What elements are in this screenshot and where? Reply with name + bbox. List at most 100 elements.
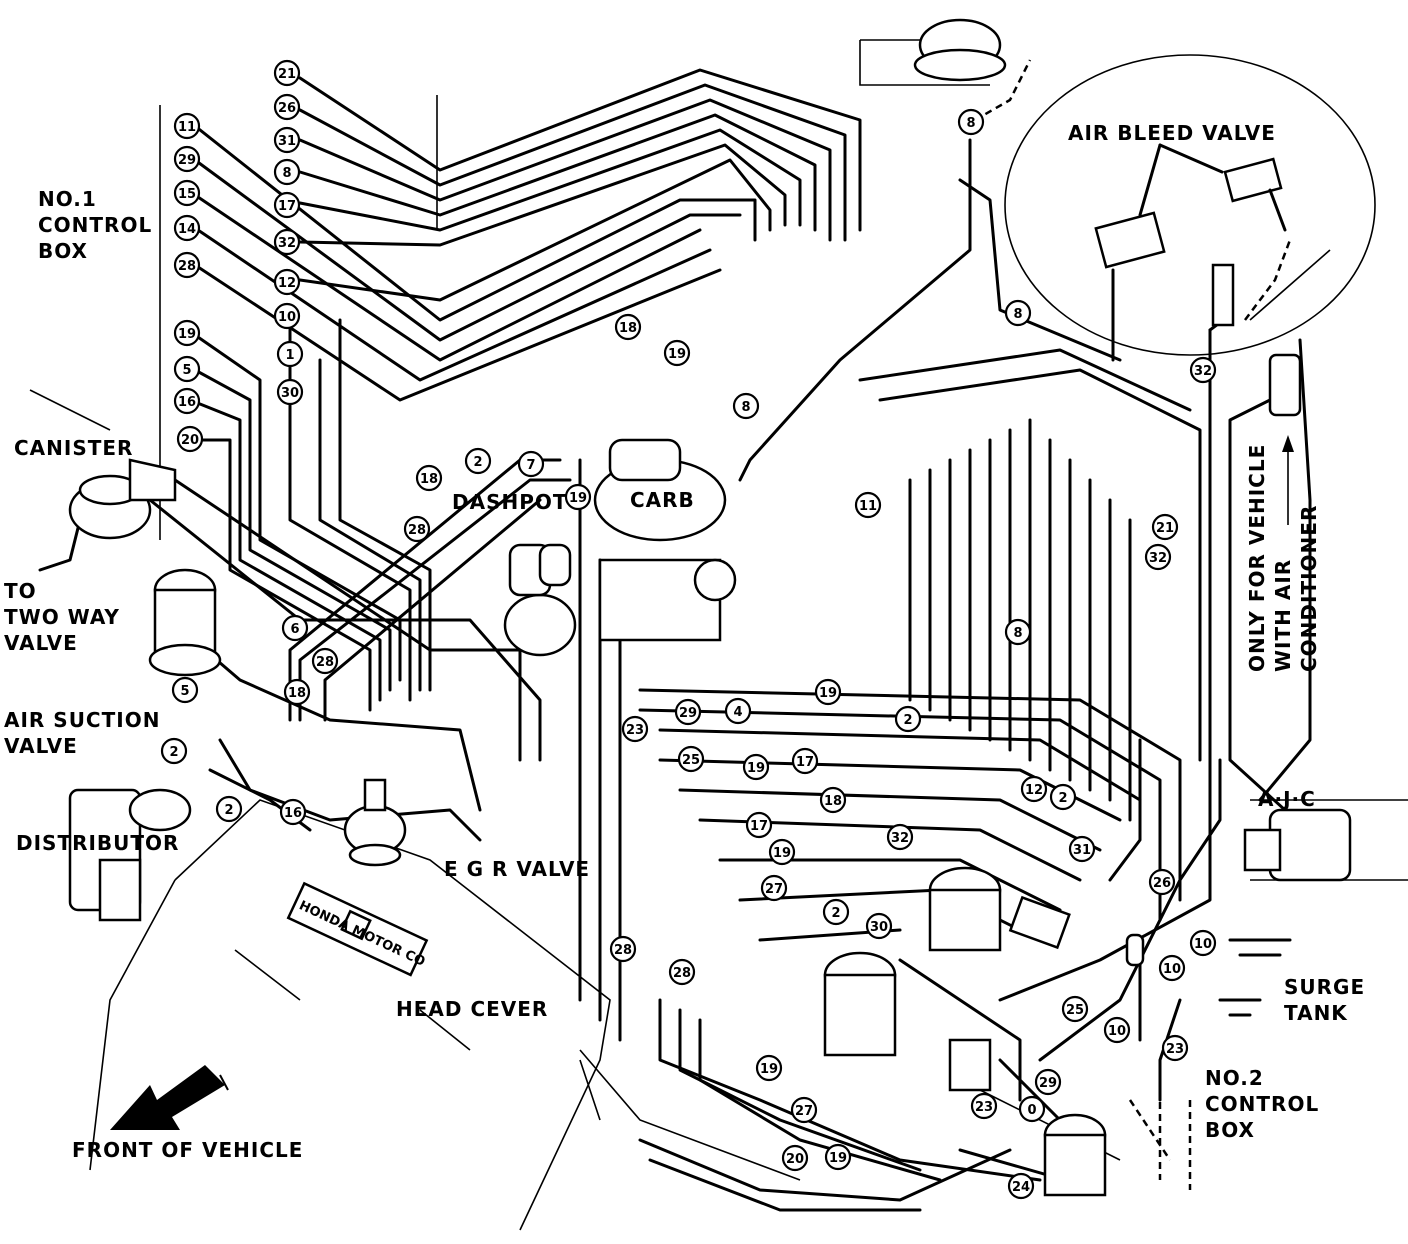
hose-number-marker: 32 xyxy=(1189,356,1217,384)
hose-number-circle xyxy=(1103,1016,1131,1044)
no1-control-box-line2: CONTROL xyxy=(38,213,152,237)
hose-number-circle xyxy=(1004,618,1032,646)
hose-number-text: 10 xyxy=(1163,962,1181,977)
hose-number-circle xyxy=(173,112,201,140)
hose-number-text: 31 xyxy=(278,134,296,149)
hose-number-circle xyxy=(732,392,760,420)
air-bleed-valve-parts xyxy=(1094,143,1287,327)
air-cleaner-diaphragm xyxy=(913,18,1007,82)
hose-number-text: 32 xyxy=(1194,364,1212,379)
hose-number-marker: 5 xyxy=(171,676,199,704)
hose-number-marker: 17 xyxy=(273,191,301,219)
hose-number-circle xyxy=(957,108,985,136)
hose-number-circle xyxy=(173,179,201,207)
dashpot-label: DASHPOT xyxy=(452,490,568,514)
hose-bundle-left xyxy=(38,308,572,842)
hose-number-circle xyxy=(742,753,770,781)
hose-number-marker: 19 xyxy=(663,339,691,367)
hose-number-circle xyxy=(173,355,201,383)
hose-number-marker: 30 xyxy=(865,912,893,940)
hose-number-marker: 0 xyxy=(1018,1095,1046,1123)
front-arrow-icon xyxy=(110,1065,229,1130)
hose-number-text: 8 xyxy=(741,400,750,415)
hose-number-text: 19 xyxy=(773,846,791,861)
hose-number-marker: 2 xyxy=(160,737,188,765)
hose-number-circle xyxy=(160,737,188,765)
hose-number-marker: 21 xyxy=(1151,513,1179,541)
hose-number-text: 19 xyxy=(178,327,196,342)
hose-number-text: 8 xyxy=(282,166,291,181)
hose-number-text: 16 xyxy=(284,806,302,821)
hose-number-circle xyxy=(1020,775,1048,803)
air-suction-valve-line2: VALVE xyxy=(4,734,78,758)
hose-number-text: 19 xyxy=(819,686,837,701)
hose-number-marker: 8 xyxy=(957,108,985,136)
hose-number-marker: 16 xyxy=(279,798,307,826)
ac-note-line2: WITH AIR xyxy=(1271,559,1295,672)
hose-number-circle xyxy=(745,811,773,839)
hose-number-circle xyxy=(822,898,850,926)
hose-number-circle xyxy=(517,450,545,478)
hose-number-marker: 12 xyxy=(1020,775,1048,803)
hose-number-text: 19 xyxy=(760,1062,778,1077)
hose-number-circle xyxy=(273,59,301,87)
hose-number-text: 10 xyxy=(1194,937,1212,952)
hose-number-marker: 32 xyxy=(886,823,914,851)
hose-number-marker: 19 xyxy=(824,1143,852,1171)
hose-number-circle xyxy=(790,1096,818,1124)
hose-number-marker: 19 xyxy=(755,1054,783,1082)
hose-number-circle xyxy=(970,1092,998,1120)
hose-number-text: 32 xyxy=(278,236,296,251)
hose-number-marker: 17 xyxy=(745,811,773,839)
hose-number-text: 2 xyxy=(1058,791,1067,806)
hose-number-circle xyxy=(173,319,201,347)
ac-arrow-icon xyxy=(1282,435,1294,525)
hose-number-text: 7 xyxy=(526,458,535,473)
hose-number-text: 28 xyxy=(614,943,632,958)
text-labels: NO.1 CONTROL BOX AIR BLEED VALVE CANISTE… xyxy=(4,121,1364,1162)
hose-number-marker: 28 xyxy=(311,647,339,675)
hose-number-marker: 19 xyxy=(564,483,592,511)
hose-number-text: 30 xyxy=(281,386,299,401)
hose-number-text: 28 xyxy=(408,523,426,538)
hose-number-text: 12 xyxy=(1025,783,1043,798)
hose-number-circle xyxy=(273,93,301,121)
hose-number-text: 19 xyxy=(668,347,686,362)
hose-number-marker: 8 xyxy=(273,158,301,186)
hose-number-text: 25 xyxy=(1066,1003,1084,1018)
hose-number-marker: 10 xyxy=(1189,929,1217,957)
hose-number-text: 17 xyxy=(796,755,814,770)
hose-number-text: 12 xyxy=(278,276,296,291)
hose-number-text: 2 xyxy=(473,455,482,470)
hose-number-text: 2 xyxy=(224,803,233,818)
canister-label: CANISTER xyxy=(14,436,133,460)
carb-label: CARB xyxy=(630,488,695,512)
hose-number-marker: 24 xyxy=(1007,1172,1035,1200)
to-two-way-valve-line1: TO xyxy=(4,579,37,603)
hose-number-circle xyxy=(621,715,649,743)
hose-number-circle xyxy=(614,313,642,341)
hose-number-marker: 10 xyxy=(1158,954,1186,982)
air-bleed-valve-label: AIR BLEED VALVE xyxy=(1068,121,1276,145)
hose-number-circle xyxy=(176,425,204,453)
hose-number-marker: 19 xyxy=(768,838,796,866)
hose-number-text: 32 xyxy=(1149,551,1167,566)
hose-number-marker: 29 xyxy=(173,145,201,173)
distributor-part xyxy=(68,788,192,922)
hose-number-marker: 15 xyxy=(173,179,201,207)
ajc-label: A·J·C xyxy=(1258,787,1316,811)
hose-number-circle xyxy=(171,676,199,704)
hose-number-circle xyxy=(819,786,847,814)
ac-note-line3: CONDITIONER xyxy=(1297,505,1321,672)
hose-number-text: 28 xyxy=(673,966,691,981)
hose-number-marker: 20 xyxy=(781,1144,809,1172)
hose-number-circle xyxy=(276,378,304,406)
hose-number-text: 19 xyxy=(747,761,765,776)
hose-number-circle xyxy=(1144,543,1172,571)
hose-number-circle xyxy=(273,158,301,186)
hose-number-text: 26 xyxy=(1153,876,1171,891)
hose-number-circle xyxy=(415,464,443,492)
hose-number-text: 19 xyxy=(569,491,587,506)
hose-number-circle xyxy=(781,1144,809,1172)
